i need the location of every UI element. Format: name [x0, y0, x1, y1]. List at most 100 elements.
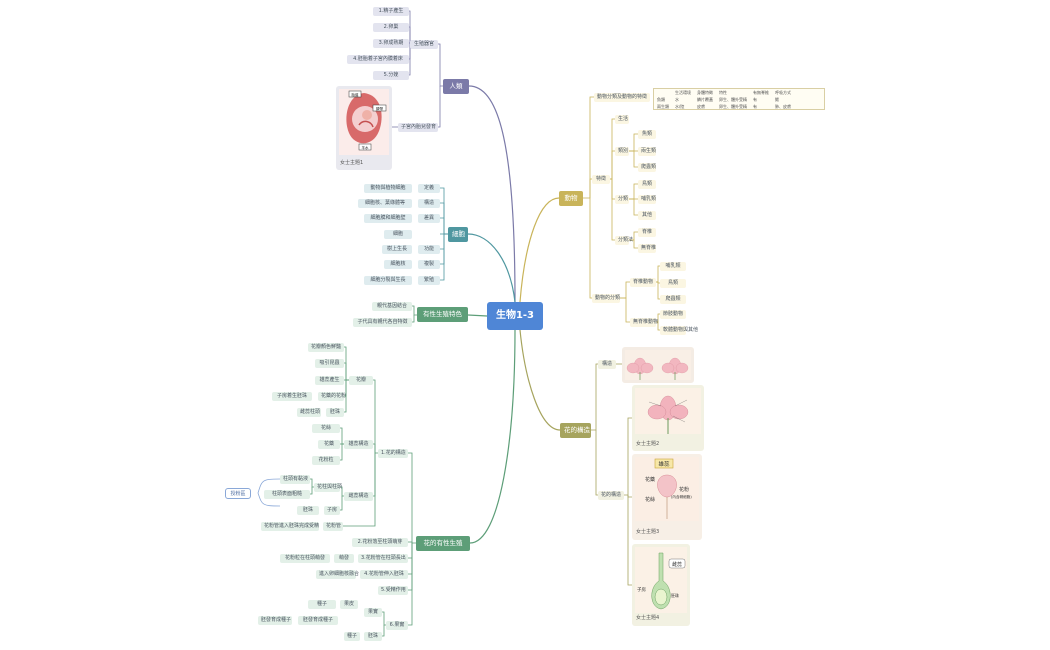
pistil-ovary[interactable]: 子房 [324, 506, 340, 515]
animal-feature-sub[interactable]: 鳥類 [638, 180, 656, 189]
topic-human[interactable]: 人類 [443, 79, 469, 94]
animal-feature-sub[interactable]: 其他 [638, 211, 656, 220]
repro-step-3[interactable]: 3.花粉管在柱頭長出 [358, 554, 408, 563]
connector [408, 543, 413, 591]
animal-feature-sub[interactable]: 哺乳類 [638, 195, 656, 204]
animal-feature-sub[interactable]: 兩生類 [638, 147, 656, 156]
topic-flower-reproduction[interactable]: 花的有性生殖 [416, 536, 470, 551]
animal-class-item[interactable]: 無脊椎動物 [630, 318, 658, 327]
image-card-fetus[interactable]: 胎盤 臍帶 羊水 女士主題1 [336, 86, 392, 170]
cell-item-label[interactable]: 差異 [418, 214, 440, 223]
animal-group-features[interactable]: 特徵 [592, 175, 610, 184]
repro-fruit[interactable]: 6.果實 [386, 621, 408, 630]
petal-item-6[interactable]: 雌蕊柱頭 [297, 408, 321, 417]
image-card-flower-parts[interactable]: 女士主題2 [632, 385, 704, 451]
animal-class-sub[interactable]: 爬蟲類 [660, 295, 686, 304]
cell-item-label[interactable]: 功能 [418, 245, 440, 254]
cell-item-label[interactable]: 繁殖 [418, 276, 440, 285]
subtopic-fetal-development[interactable]: 子宮內胎兒發育 [398, 123, 438, 132]
pistil-style-item-2[interactable]: 柱頭表面粗糙 [264, 490, 310, 499]
animal-feature-item[interactable]: 類別 [615, 147, 629, 156]
repro-step-4[interactable]: 4.花粉管伸入胚珠 [360, 570, 408, 579]
animal-feature-item[interactable]: 生活 [615, 115, 629, 124]
animal-feature-item[interactable]: 分類法 [615, 236, 633, 245]
pollen-tube-detail[interactable]: 花粉管進入胚珠完成受精 [261, 522, 319, 531]
animal-feature-sub[interactable]: 魚類 [638, 130, 656, 139]
cell-item-label[interactable]: 構造 [418, 199, 440, 208]
human-item-4[interactable]: 4.胚胎着子宮內膜着床 [347, 55, 409, 64]
image-card-pistil[interactable]: 雌蕊 子房 胚珠 女士主題4 [632, 544, 690, 626]
petal-item-2[interactable]: 吸引昆蟲 [315, 359, 344, 368]
repro-step-3-label[interactable]: 萌發 [334, 554, 354, 563]
seed-group[interactable]: 胚珠 [364, 632, 382, 641]
petal-item-3[interactable]: 雄蕊產生 [315, 376, 344, 385]
animal-class-sub[interactable]: 節肢動物 [660, 310, 686, 319]
cell-item-label[interactable]: 複製 [418, 260, 440, 269]
fruit-group[interactable]: 果實 [364, 608, 382, 617]
pollination-top-label[interactable]: 構造 [598, 360, 616, 369]
label-umbilical-cord: 臍帶 [376, 106, 384, 111]
flower-petal[interactable]: 花瓣 [349, 376, 373, 385]
pistil-style[interactable]: 花柱與柱頭 [314, 483, 342, 492]
cell-item-detail[interactable]: 細胞分裂與生長 [364, 276, 412, 285]
connector [409, 26, 411, 44]
topic-flower-structure[interactable]: 花的構造 [560, 423, 591, 438]
fruit-item-1[interactable]: 果皮 [340, 600, 358, 609]
animal-group-classification[interactable]: 動物的分類 [592, 294, 620, 303]
stamen-item-1[interactable]: 花絲 [312, 424, 340, 433]
pistil-ovary-item[interactable]: 胚珠 [297, 506, 319, 515]
petal-subdetail[interactable]: 子房着生胚珠 [272, 392, 312, 401]
repro-step-2[interactable]: 2.花粉落至柱頭萌芽 [352, 538, 408, 547]
topic-animals[interactable]: 動物 [559, 191, 583, 206]
stamen-structure[interactable]: 雄蕊構造 [344, 440, 373, 449]
cell-item-label[interactable]: 定義 [418, 184, 440, 193]
sexual-item-2[interactable]: 子代具有親代各自特徵 [353, 318, 412, 327]
petal-item-1[interactable]: 花瓣顏色鮮豔 [308, 343, 344, 352]
animal-class-sub[interactable]: 鳥類 [660, 279, 686, 288]
human-item-3[interactable]: 3.卵成熟期 [373, 39, 409, 48]
fruit-item-2[interactable]: 種子 [308, 600, 336, 609]
connector [382, 611, 386, 626]
image-card-flowers[interactable] [622, 347, 694, 383]
cell-item-detail[interactable]: 細胞 [384, 230, 412, 239]
cell-item-detail[interactable]: 細胞核、葉綠體等 [358, 199, 412, 208]
animal-feature-sub[interactable]: 無脊椎 [638, 244, 656, 253]
petal-item-5[interactable]: 胚珠 [326, 408, 344, 417]
repro-step-4-detail[interactable]: 進入卵細胞核融合 [316, 570, 359, 579]
cell-item-detail[interactable]: 動物與植物細胞 [364, 184, 412, 193]
cell-item-detail[interactable]: 樹上生長 [382, 245, 412, 254]
pistil-structure[interactable]: 雌蕊構造 [344, 492, 373, 501]
animal-class-sub[interactable]: 軟體動物與其他 [660, 326, 698, 335]
image-card-stamen[interactable]: 雄蕊 花藥 花絲 花粉 (內含精細胞) 女士主題3 [632, 454, 702, 540]
cell-item-detail[interactable]: 細胞核 [384, 260, 412, 269]
repro-structure[interactable]: 1.花的構造 [378, 449, 408, 458]
pistil-style-item-1[interactable]: 柱頭有黏液 [280, 475, 310, 484]
seed-item[interactable]: 種子 [344, 632, 360, 641]
repro-step-3-detail[interactable]: 花粉粒在柱頭萌發 [280, 554, 330, 563]
pollen-tube[interactable]: 花粉管 [323, 522, 343, 531]
human-item-5[interactable]: 5.分娩 [373, 71, 409, 80]
pollination-area-note[interactable]: 授粉區 [225, 488, 251, 499]
stamen-item-3[interactable]: 花粉粒 [312, 456, 340, 465]
human-item-1[interactable]: 1.精子產生 [373, 7, 409, 16]
connector [438, 86, 441, 128]
subtopic-reproductive-organs[interactable]: 生殖器官 [410, 40, 438, 49]
cell-item-detail[interactable]: 細胞膜和細胞壁 [364, 214, 412, 223]
fruit-detail[interactable]: 胚發育成種子 [298, 616, 338, 625]
animal-table-title[interactable]: 動物分類及動物的特徵 [594, 93, 650, 102]
topic-cell[interactable]: 細胞 [448, 227, 468, 242]
animal-feature-item[interactable]: 分類 [615, 195, 629, 204]
animal-feature-sub[interactable]: 爬蟲類 [638, 163, 656, 172]
fruit-extra[interactable]: 胚發育成種子 [258, 616, 292, 625]
stamen-item-2[interactable]: 花藥 [318, 440, 340, 449]
sexual-item-1[interactable]: 親代基因結合 [372, 302, 412, 311]
repro-step-5[interactable]: 5.受精作用 [378, 586, 408, 595]
human-item-2[interactable]: 2.卵巢 [373, 23, 409, 32]
central-topic[interactable]: 生物1-3 [487, 302, 543, 330]
animal-class-sub[interactable]: 哺乳類 [660, 262, 686, 271]
petal-item-4[interactable]: 花藥的花粉 [318, 392, 346, 401]
animal-class-item[interactable]: 脊椎動物 [630, 278, 656, 287]
pollination-bottom-label[interactable]: 花的構造 [598, 491, 624, 500]
topic-sexual-reproduction-features[interactable]: 有性生殖特色 [417, 307, 468, 322]
animal-feature-sub[interactable]: 脊椎 [638, 228, 656, 237]
